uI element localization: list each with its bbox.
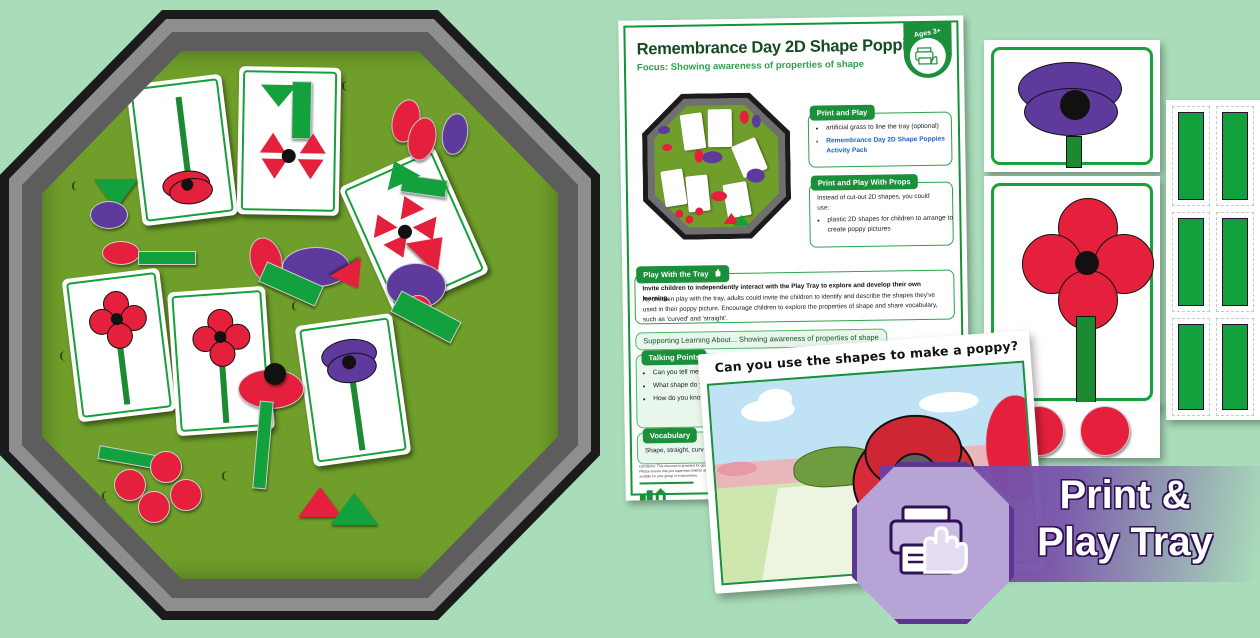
field-path bbox=[762, 481, 868, 581]
cut-line bbox=[1172, 106, 1210, 206]
green-strip bbox=[1222, 112, 1248, 200]
bullet-item: artificial grass to line the tray (optio… bbox=[826, 122, 952, 134]
cut-line bbox=[1172, 318, 1210, 416]
cut-line bbox=[1216, 212, 1254, 312]
cut-line bbox=[1172, 212, 1210, 312]
play-with-tray-label: Play With the Tray bbox=[643, 268, 709, 279]
section-heading-print-and-play: Print and Play bbox=[809, 104, 875, 121]
poppy-card-oval bbox=[125, 73, 239, 227]
green-strip bbox=[1222, 218, 1248, 306]
poppy-card-purple bbox=[294, 312, 412, 468]
ages-badge: Ages 3+ bbox=[903, 21, 953, 79]
section-heading-vocabulary: Vocabulary bbox=[642, 427, 698, 443]
hand-icon bbox=[713, 268, 722, 279]
loose-red-circle bbox=[138, 491, 170, 523]
red-semicircle bbox=[1080, 406, 1130, 456]
print-and-play-bullets: artificial grass to line the tray (optio… bbox=[816, 122, 953, 160]
printer-hand-icon bbox=[909, 37, 947, 75]
play-with-tray-body: As children play with the tray, adults c… bbox=[642, 291, 938, 324]
grass-detail bbox=[102, 491, 118, 501]
grass-detail bbox=[222, 471, 238, 481]
props-bullets: plastic 2D shapes for children to arrang… bbox=[817, 213, 953, 238]
loose-purple-oval bbox=[438, 111, 472, 157]
grass-detail bbox=[342, 81, 358, 91]
document-tray-thumbnail bbox=[639, 90, 793, 242]
green-strip bbox=[1222, 324, 1248, 410]
bullet-item: plastic 2D shapes for children to arrang… bbox=[827, 213, 953, 235]
card-inner-border bbox=[991, 183, 1153, 401]
ribbon-label: Print & Play Tray bbox=[1000, 472, 1250, 566]
props-intro-text: Instead of cut-out 2D shapes, you could … bbox=[817, 192, 930, 212]
loose-green-rect bbox=[138, 251, 196, 265]
grass-detail bbox=[72, 181, 88, 191]
loose-red-circle bbox=[150, 451, 182, 483]
green-stem-strips-sheet bbox=[1166, 100, 1260, 420]
ribbon-line-2: Play Tray bbox=[1037, 520, 1213, 564]
loose-red-oval bbox=[102, 241, 140, 265]
tray-grass-base bbox=[42, 51, 558, 579]
printer-hand-icon bbox=[852, 462, 1014, 624]
grass-detail bbox=[60, 351, 76, 361]
play-tray-photo bbox=[0, 0, 610, 638]
poppy-card-triangles bbox=[236, 66, 342, 216]
green-strip bbox=[1178, 218, 1204, 306]
green-strip bbox=[1178, 324, 1204, 410]
loose-purple-oval bbox=[282, 247, 350, 287]
cut-line bbox=[1216, 318, 1254, 416]
cut-line bbox=[1216, 106, 1254, 206]
loose-purple-oval bbox=[90, 201, 128, 229]
poppy-card-circles-a bbox=[61, 267, 177, 423]
activity-document-sheet: Remembrance Day 2D Shape Poppies Focus: … bbox=[618, 15, 971, 501]
loose-black-circle bbox=[264, 363, 286, 385]
loose-green-triangle bbox=[330, 493, 378, 525]
cutout-card-red-semicircles bbox=[984, 402, 1160, 458]
cutout-card-purple-poppy bbox=[984, 40, 1160, 172]
loose-red-circle bbox=[170, 479, 202, 511]
twinkl-logo bbox=[639, 486, 686, 506]
section-heading-print-and-play-props: Print and Play With Props bbox=[810, 174, 918, 191]
ribbon-line-1: Print & bbox=[1059, 473, 1191, 517]
green-strip bbox=[1178, 112, 1204, 200]
section-heading-play-with-tray: Play With the Tray bbox=[636, 265, 730, 283]
grass-detail bbox=[292, 301, 308, 311]
bullet-item-link[interactable]: Remembrance Day 2D Shape Poppies Activit… bbox=[826, 134, 952, 156]
loose-red-circle bbox=[114, 469, 146, 501]
